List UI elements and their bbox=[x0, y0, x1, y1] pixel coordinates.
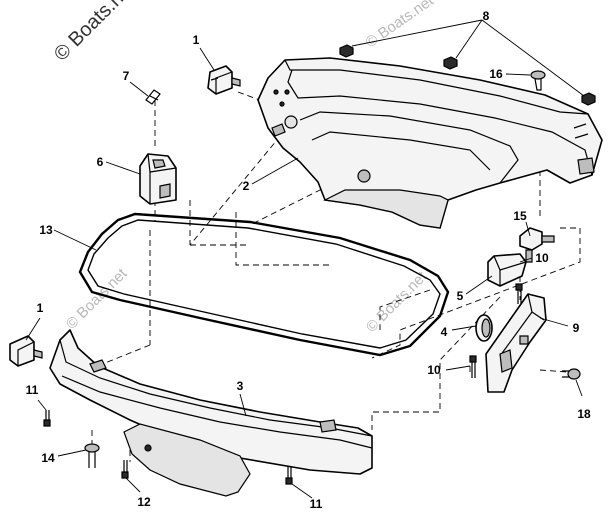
screw-part-10-upper bbox=[515, 283, 523, 304]
callout-10-lower: 10 bbox=[427, 363, 441, 377]
callout-12: 12 bbox=[137, 495, 151, 509]
screw-part-12 bbox=[121, 460, 129, 479]
fitting-part-15 bbox=[519, 227, 555, 263]
callout-13: 13 bbox=[39, 223, 53, 237]
screw-part-11-left bbox=[43, 410, 51, 427]
hinge-bracket-part-9 bbox=[485, 293, 547, 393]
callout-11-right: 11 bbox=[310, 497, 323, 511]
callout-16: 16 bbox=[489, 67, 503, 81]
callout-15: 15 bbox=[513, 209, 527, 223]
bolt-part-14 bbox=[84, 443, 100, 468]
callout-1-upper: 1 bbox=[193, 33, 200, 47]
callout-8: 8 bbox=[483, 9, 490, 23]
watermark-top: © Boats.net bbox=[363, 0, 438, 51]
callout-labels: 1 7 6 8 16 2 13 15 10 5 4 9 10 18 1 3 11… bbox=[26, 9, 591, 511]
clip-part-1-lower bbox=[9, 335, 43, 367]
watermark-left: © Boats.net bbox=[63, 265, 131, 333]
latch-part-5 bbox=[487, 253, 527, 287]
callout-9: 9 bbox=[573, 321, 580, 335]
nut-part-8 bbox=[339, 44, 596, 106]
callout-3: 3 bbox=[237, 379, 244, 393]
watermark-main: © Boats.net bbox=[50, 0, 140, 66]
clip-part-1-upper bbox=[207, 65, 241, 95]
screw-part-11-right bbox=[285, 466, 293, 485]
spring-clip-part-7 bbox=[145, 89, 161, 105]
upper-housing-part-2 bbox=[257, 57, 603, 229]
callout-18: 18 bbox=[577, 407, 591, 421]
callout-7: 7 bbox=[123, 69, 130, 83]
callout-11-left: 11 bbox=[26, 383, 39, 397]
callout-4: 4 bbox=[441, 325, 448, 339]
leader-lines bbox=[25, 19, 585, 499]
screw-part-10-lower bbox=[469, 355, 477, 378]
callout-2: 2 bbox=[243, 179, 250, 193]
callout-10-upper: 10 bbox=[535, 251, 549, 265]
bracket-part-6 bbox=[139, 153, 177, 205]
callout-14: 14 bbox=[41, 451, 55, 465]
lower-housing-part-3 bbox=[49, 329, 373, 497]
callout-1-lower: 1 bbox=[37, 301, 44, 315]
callout-6: 6 bbox=[97, 155, 104, 169]
callout-5: 5 bbox=[457, 289, 464, 303]
grommet-part-4 bbox=[475, 314, 493, 342]
screw-part-16 bbox=[530, 70, 546, 91]
gasket-seal-part-13 bbox=[78, 212, 450, 357]
knob-part-18 bbox=[562, 368, 581, 380]
